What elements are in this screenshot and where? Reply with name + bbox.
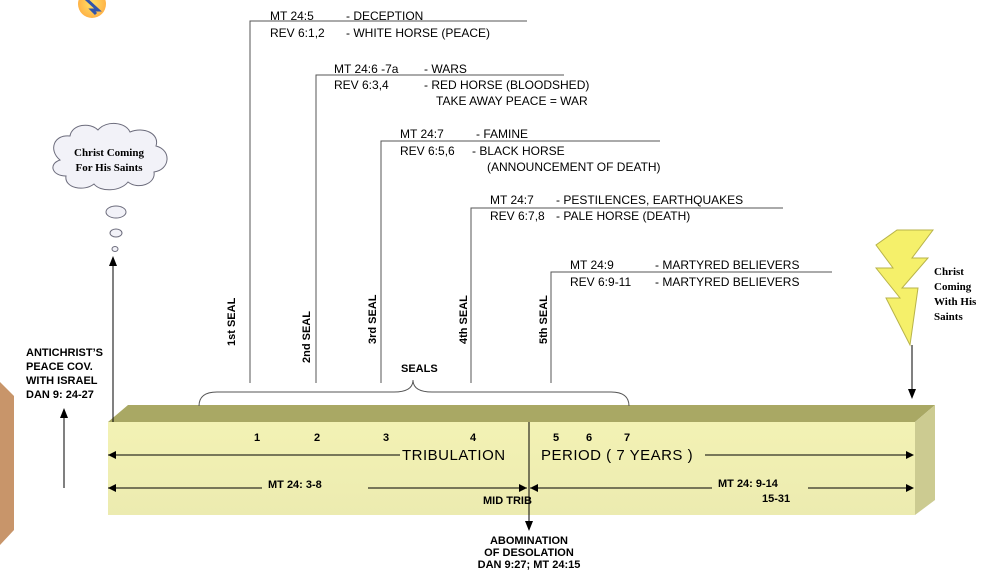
svg-text:ANTICHRIST’S: ANTICHRIST’S — [26, 347, 103, 359]
svg-text:2: 2 — [314, 432, 320, 444]
svg-text:- MARTYRED BELIEVERS: - MARTYRED BELIEVERS — [655, 275, 799, 289]
svg-text:With His: With His — [934, 296, 977, 308]
svg-text:MT 24:7: MT 24:7 — [400, 127, 444, 141]
abomination-note: ABOMINATION OF DESOLATION DAN 9:27; MT 2… — [478, 535, 581, 571]
seals-brace-label: SEALS — [401, 363, 438, 375]
timeline-beam — [108, 405, 935, 515]
svg-text:1: 1 — [254, 432, 260, 444]
svg-text:- PESTILENCES, EARTHQUAKES: - PESTILENCES, EARTHQUAKES — [556, 193, 743, 207]
svg-text:MID TRIB: MID TRIB — [483, 495, 532, 507]
svg-text:- WHITE HORSE (PEACE): - WHITE HORSE (PEACE) — [346, 26, 490, 40]
svg-text:MT 24:7: MT 24:7 — [490, 193, 534, 207]
seal-5-description: MT 24:9 - MARTYRED BELIEVERS REV 6:9-11 … — [570, 258, 799, 289]
svg-text:REV 6:3,4: REV 6:3,4 — [334, 78, 389, 92]
svg-text:PEACE COV.: PEACE COV. — [26, 361, 93, 373]
svg-text:4: 4 — [470, 432, 477, 444]
seal-2-description: MT 24:6 -7a - WARS REV 6:3,4 - RED HORSE… — [334, 62, 589, 108]
period-label: PERIOD ( 7 YEARS ) — [541, 447, 693, 464]
svg-text:For His Saints: For His Saints — [75, 162, 143, 174]
svg-text:Christ Coming: Christ Coming — [74, 147, 144, 159]
svg-text:- MARTYRED BELIEVERS: - MARTYRED BELIEVERS — [655, 258, 799, 272]
seal-4-description: MT 24:7 - PESTILENCES, EARTHQUAKES REV 6… — [490, 193, 743, 223]
svg-text:- RED HORSE (BLOODSHED): - RED HORSE (BLOODSHED) — [424, 78, 589, 92]
tribulation-label: TRIBULATION — [402, 447, 506, 464]
svg-text:7: 7 — [624, 432, 630, 444]
svg-text:WITH ISRAEL: WITH ISRAEL — [26, 375, 98, 387]
seal-label-4: 4th SEAL — [458, 295, 470, 344]
seal-label-1: 1st SEAL — [226, 297, 238, 346]
mid-trib-marker: MID TRIB — [483, 422, 533, 531]
seal-label-2: 2nd SEAL — [301, 311, 313, 363]
svg-text:MT 24:9: MT 24:9 — [570, 258, 614, 272]
svg-text:15-31: 15-31 — [762, 493, 790, 505]
seals-brace: SEALS — [198, 363, 630, 407]
svg-text:- BLACK HORSE: - BLACK HORSE — [472, 144, 565, 158]
svg-text:DAN 9: 24-27: DAN 9: 24-27 — [26, 389, 94, 401]
svg-text:OF DESOLATION: OF DESOLATION — [484, 547, 574, 559]
svg-text:5: 5 — [553, 432, 559, 444]
svg-text:(ANNOUNCEMENT OF DEATH): (ANNOUNCEMENT OF DEATH) — [487, 160, 661, 174]
seal-numbers: 1 2 3 4 5 6 7 — [254, 432, 630, 444]
svg-text:TAKE AWAY PEACE = WAR: TAKE AWAY PEACE = WAR — [436, 94, 588, 108]
second-coming-arrow — [908, 345, 916, 399]
seal-leaders — [249, 20, 832, 383]
svg-text:ABOMINATION: ABOMINATION — [490, 535, 568, 547]
svg-text:REV 6:7,8: REV 6:7,8 — [490, 209, 545, 223]
lightning-bolt-icon — [874, 229, 934, 347]
rapture-arrow — [109, 256, 117, 422]
corner-badge-icon — [78, 0, 106, 18]
svg-text:DAN 9:27; MT 24:15: DAN 9:27; MT 24:15 — [478, 559, 581, 571]
covenant-note: ANTICHRIST’S PEACE COV. WITH ISRAEL DAN … — [26, 347, 103, 488]
second-coming-note: Christ Coming With His Saints — [934, 266, 977, 323]
side-decoration — [0, 382, 14, 545]
svg-text:MT 24: 9-14: MT 24: 9-14 — [718, 478, 779, 490]
svg-text:- DECEPTION: - DECEPTION — [346, 9, 423, 23]
svg-text:- PALE HORSE (DEATH): - PALE HORSE (DEATH) — [556, 209, 690, 223]
gospel-ref-arrows: MT 24: 3-8 MT 24: 9-14 15-31 — [108, 478, 914, 505]
svg-text:Coming: Coming — [934, 281, 972, 293]
svg-text:REV 6:9-11: REV 6:9-11 — [570, 275, 631, 289]
svg-text:MT 24: 3-8: MT 24: 3-8 — [268, 479, 322, 491]
seal-1-description: MT 24:5 - DECEPTION REV 6:1,2 - WHITE HO… — [270, 9, 490, 40]
svg-text:Saints: Saints — [934, 311, 963, 323]
svg-text:MT 24:6 -7a: MT 24:6 -7a — [334, 62, 399, 76]
svg-text:REV 6:1,2: REV 6:1,2 — [270, 26, 325, 40]
svg-text:6: 6 — [586, 432, 592, 444]
seal-label-3: 3rd SEAL — [367, 294, 379, 344]
tribulation-arrow: TRIBULATION PERIOD ( 7 YEARS ) — [108, 447, 914, 464]
svg-text:REV 6:5,6: REV 6:5,6 — [400, 144, 455, 158]
svg-text:MT 24:5: MT 24:5 — [270, 9, 314, 23]
seal-3-description: MT 24:7 - FAMINE REV 6:5,6 - BLACK HORSE… — [400, 127, 661, 174]
svg-text:3: 3 — [383, 432, 389, 444]
svg-text:- FAMINE: - FAMINE — [476, 127, 528, 141]
seal-labels: 1st SEAL 2nd SEAL 3rd SEAL 4th SEAL 5th … — [226, 294, 550, 363]
svg-text:- WARS: - WARS — [424, 62, 467, 76]
svg-text:Christ: Christ — [934, 266, 964, 278]
seal-label-5: 5th SEAL — [538, 295, 550, 344]
cloud-christ-coming-for-saints: Christ Coming For His Saints — [52, 123, 168, 252]
